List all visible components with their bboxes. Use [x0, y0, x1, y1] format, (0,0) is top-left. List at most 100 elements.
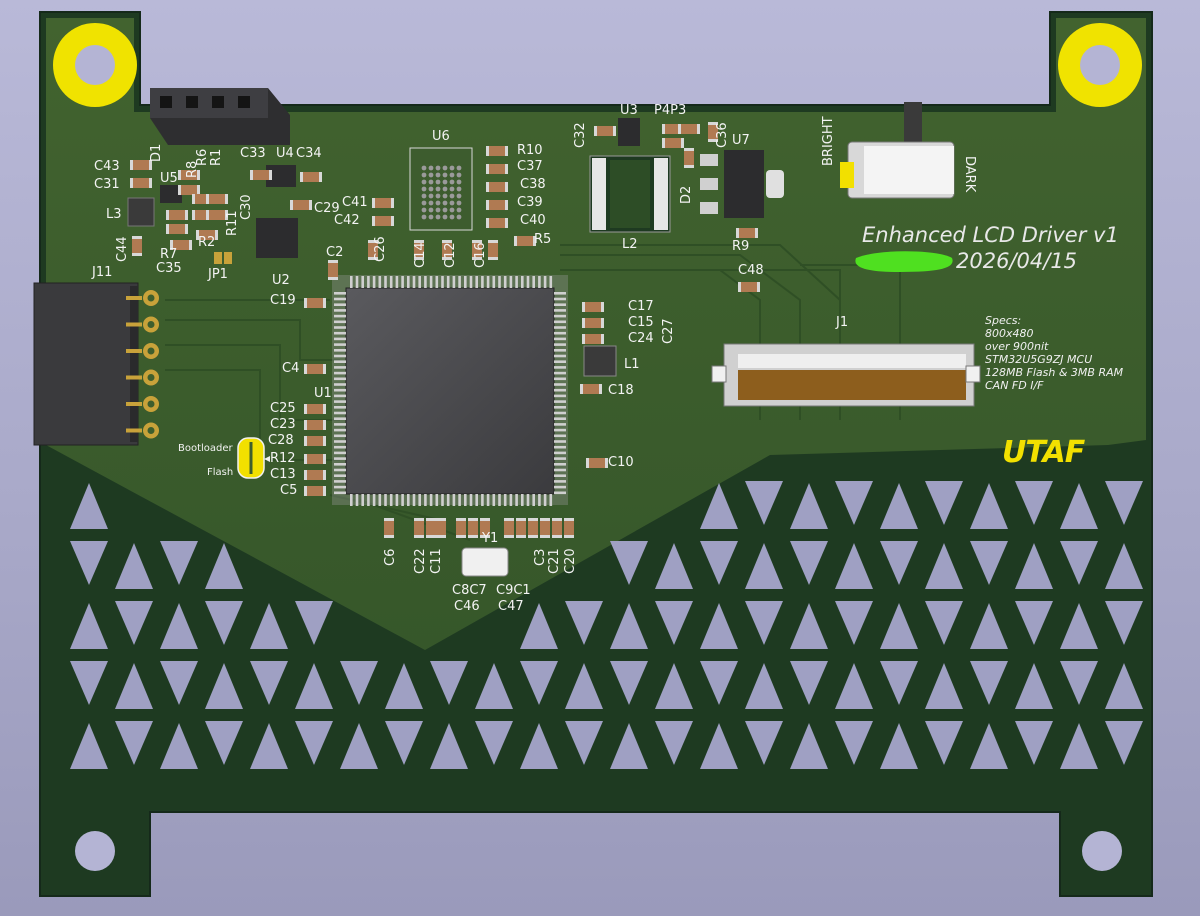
spec-line: CAN FD I/F — [985, 379, 1044, 392]
smd-passive — [170, 240, 192, 250]
u6-ball — [442, 172, 448, 178]
smd-terminal — [132, 236, 142, 239]
u1-pin — [554, 303, 566, 306]
u1-pin — [334, 423, 346, 426]
smd-body — [488, 240, 498, 260]
lattice-hole — [925, 481, 963, 525]
lattice-hole — [520, 723, 558, 769]
smd-passive — [486, 218, 508, 228]
u1-pin — [435, 276, 439, 288]
j11-connector[interactable] — [33, 282, 139, 446]
u1-pin — [458, 494, 461, 506]
lattice-hole — [700, 483, 738, 529]
u1-pin — [554, 428, 566, 432]
u1-pin — [554, 320, 566, 324]
u1-pin — [554, 377, 566, 381]
u1-pin — [554, 314, 566, 318]
lattice-hole — [880, 541, 918, 585]
u6-ball — [421, 172, 427, 178]
u1-pin — [486, 276, 490, 288]
smd-terminal — [304, 364, 307, 374]
u1-pin — [521, 276, 524, 288]
ref-c26: C26 — [373, 236, 388, 262]
u6-ball — [449, 172, 455, 178]
u6-ball — [442, 214, 448, 220]
smd-passive — [178, 170, 200, 180]
lattice-hole — [565, 721, 603, 765]
ref-l1: L1 — [624, 357, 640, 372]
smd-terminal — [582, 334, 585, 344]
lattice-hole — [655, 543, 693, 589]
u1-pin — [395, 276, 399, 288]
u5-label: U5 — [160, 171, 178, 186]
brightness-slide-switch[interactable] — [840, 102, 955, 199]
lattice-hole — [610, 603, 648, 649]
u1-pin — [334, 331, 346, 335]
lattice-hole — [835, 543, 873, 589]
smd-terminal — [323, 404, 326, 414]
smd-body — [540, 518, 550, 538]
u6-ball — [442, 207, 448, 213]
ref-c12: C12 — [443, 242, 458, 268]
smd-terminal — [456, 518, 466, 521]
u7-label: U7 — [732, 133, 750, 148]
smd-terminal — [504, 535, 514, 538]
lattice-hole — [1105, 663, 1143, 709]
u1-pin — [384, 494, 387, 506]
smd-passive — [514, 236, 536, 246]
u1-pin — [521, 494, 524, 506]
smd-body — [372, 198, 394, 208]
smd-terminal — [564, 535, 574, 538]
u1-pin — [401, 276, 404, 288]
smd-terminal — [323, 364, 326, 374]
u1-pin — [475, 494, 478, 506]
u1-pin — [469, 276, 473, 288]
j1-fpc-connector[interactable] — [711, 343, 981, 407]
u1-pin — [554, 383, 566, 386]
smd-terminal — [206, 210, 209, 220]
lattice-hole — [70, 723, 108, 769]
smd-body — [586, 458, 608, 468]
ref-c43: C43 — [94, 159, 120, 174]
lattice-hole — [970, 541, 1008, 585]
u6-ball — [456, 186, 462, 192]
j11-pin-lead — [126, 349, 142, 353]
ref-c31: C31 — [94, 177, 120, 192]
smd-terminal — [528, 518, 538, 521]
boot-select-jumper[interactable] — [237, 437, 270, 479]
lattice-hole — [205, 663, 243, 709]
u1-pin — [526, 276, 530, 288]
lattice-hole — [700, 603, 738, 649]
passive-components — [130, 122, 760, 538]
ref-r9: R9 — [732, 239, 749, 254]
ref-c6: C6 — [383, 549, 398, 566]
smd-terminal — [328, 277, 338, 280]
u6-ball — [428, 214, 434, 220]
u1-pin — [334, 463, 346, 466]
lattice-hole — [385, 721, 423, 765]
lattice-hole — [1060, 541, 1098, 585]
smd-body — [472, 240, 482, 260]
ref-c14: C14 — [413, 242, 428, 268]
smd-terminal — [323, 486, 326, 496]
smd-terminal — [384, 535, 394, 538]
smd-terminal — [681, 138, 684, 148]
lattice-hole — [115, 663, 153, 709]
header-connector-top[interactable] — [150, 88, 290, 145]
smd-terminal — [480, 535, 490, 538]
ref-c42: C42 — [334, 213, 360, 228]
u1-pin — [554, 297, 566, 301]
smd-terminal — [504, 518, 514, 521]
smd-terminal — [757, 282, 760, 292]
u1-pin — [554, 474, 566, 477]
smd-terminal — [662, 138, 665, 148]
smd-passive — [456, 518, 466, 538]
u1-pin — [538, 276, 541, 288]
u1-pin — [532, 494, 535, 506]
u6-ball — [435, 179, 441, 185]
u1-pin — [554, 423, 566, 426]
j11-pin-lead — [126, 402, 142, 406]
smd-terminal — [196, 230, 199, 240]
smd-terminal — [178, 170, 181, 180]
u6-ball — [442, 200, 448, 206]
